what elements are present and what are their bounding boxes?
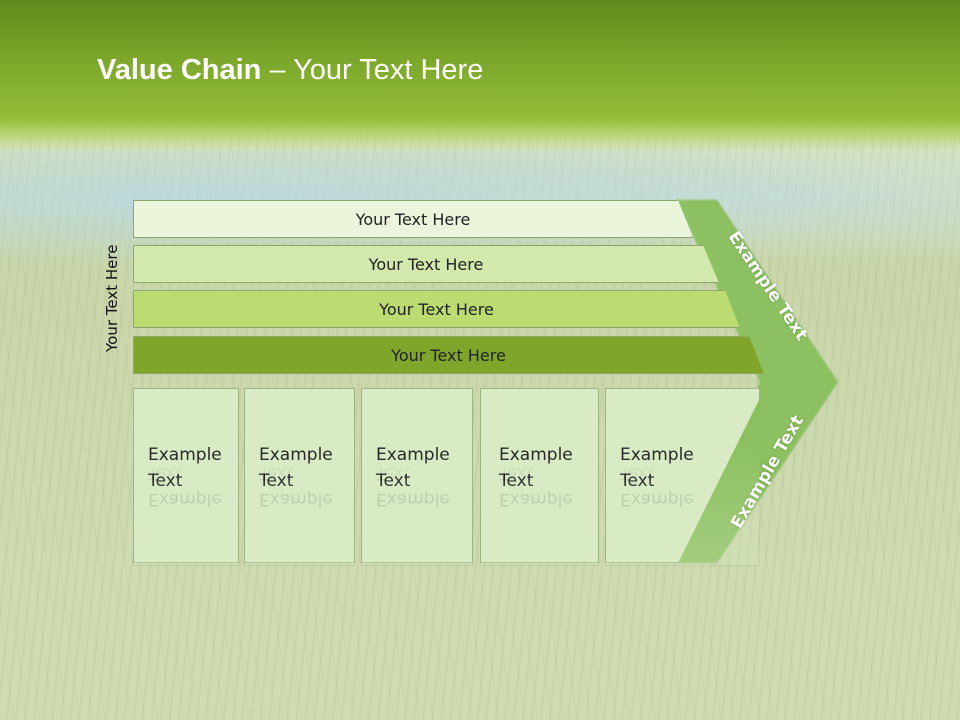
support-row[interactable]: Your Text Here xyxy=(133,336,764,374)
support-row-label: Your Text Here xyxy=(391,345,506,365)
reflection-line1: Example xyxy=(148,489,222,509)
reflection-line2: Text xyxy=(620,463,655,483)
reflection-column: Example Text xyxy=(244,416,355,566)
column-line2: Text xyxy=(259,468,354,494)
support-row[interactable]: Your Text Here xyxy=(133,245,719,283)
reflection-column: Example Text xyxy=(605,416,760,566)
reflection-line1: Example xyxy=(499,489,573,509)
column-line1: Example xyxy=(376,442,472,468)
column-line1: Example xyxy=(148,442,238,468)
reflection-line2: Text xyxy=(499,463,534,483)
primary-column[interactable]: Example Text xyxy=(133,388,239,563)
reflection-line1: Example xyxy=(259,489,333,509)
column-line2: Text xyxy=(148,468,238,494)
vertical-label[interactable]: Your Text Here xyxy=(103,244,121,352)
header-band xyxy=(0,0,960,150)
column-line2: Text xyxy=(620,468,759,494)
reflection-line2: Text xyxy=(259,463,294,483)
support-row[interactable]: Your Text Here xyxy=(133,290,740,328)
support-row-label: Your Text Here xyxy=(355,209,471,229)
reflection-column: Example Text xyxy=(361,416,473,566)
primary-column[interactable]: Example Text xyxy=(244,388,355,563)
column-line1: Example xyxy=(499,442,598,468)
reflection-line1: Example xyxy=(376,489,450,509)
column-line1: Example xyxy=(620,442,759,468)
columns-reflection: Example Text Example Text Example Text E… xyxy=(0,416,960,566)
reflection-line2: Text xyxy=(148,463,183,483)
support-row[interactable]: Your Text Here xyxy=(133,200,693,238)
reflection-line1: Example xyxy=(620,489,694,509)
reflection-column: Example Text xyxy=(133,416,239,566)
column-line1: Example xyxy=(259,442,354,468)
title-rest: – Your Text Here xyxy=(261,54,484,86)
primary-column[interactable]: Example Text xyxy=(361,388,473,563)
column-line2: Text xyxy=(499,468,598,494)
support-row-label: Your Text Here xyxy=(368,254,484,274)
reflection-line2: Text xyxy=(376,463,411,483)
margin-chevron-shape xyxy=(675,199,839,564)
support-row-label: Your Text Here xyxy=(379,299,494,319)
reflection-column: Example Text xyxy=(480,416,599,566)
slide-title[interactable]: Value Chain – Your Text Here xyxy=(97,54,483,87)
column-line2: Text xyxy=(376,468,472,494)
title-bold: Value Chain xyxy=(97,54,262,86)
primary-column[interactable]: Example Text xyxy=(480,388,599,563)
